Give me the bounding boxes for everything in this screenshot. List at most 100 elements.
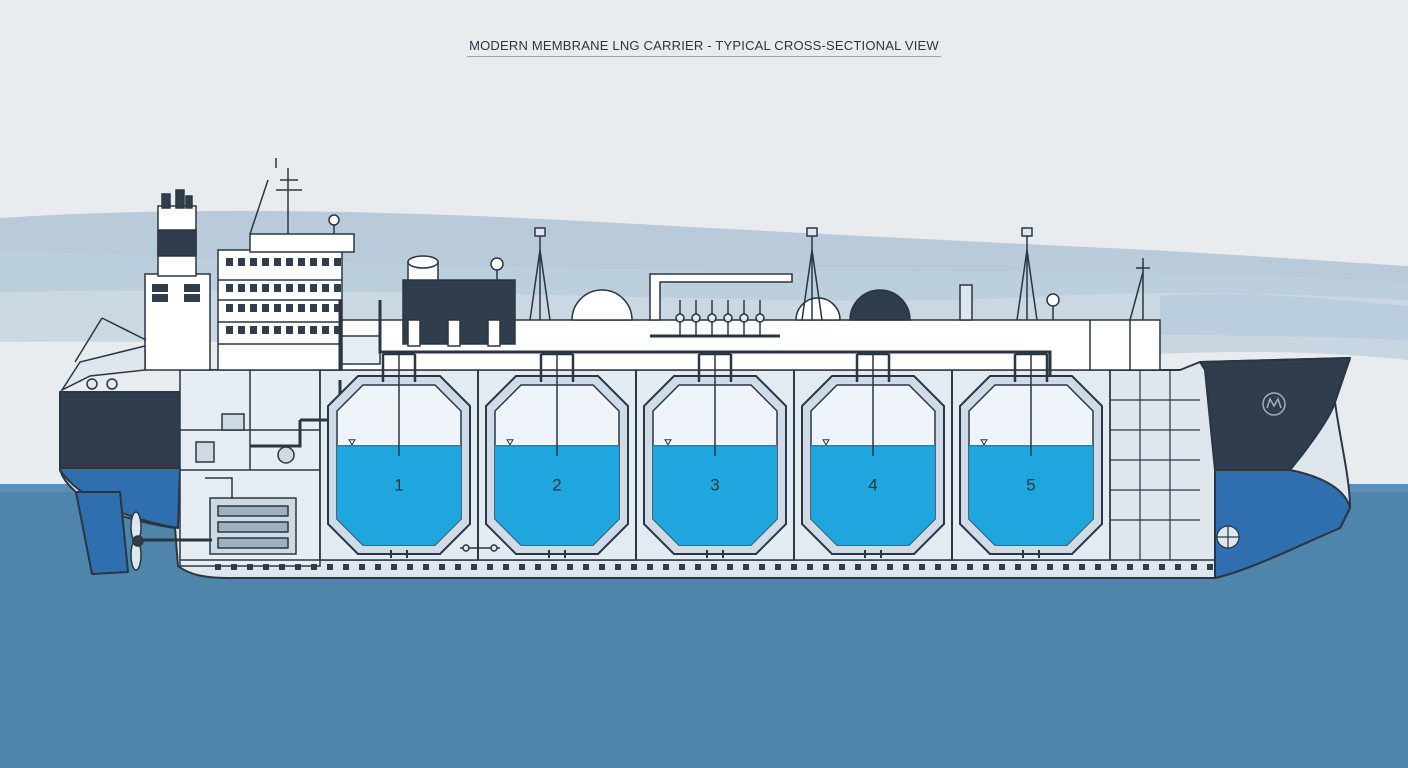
bow-blue <box>1214 469 1351 579</box>
window <box>334 326 341 334</box>
tank-sump-pipe <box>706 550 724 558</box>
stern-davit <box>59 317 147 392</box>
window <box>286 326 293 334</box>
masts <box>529 227 1150 321</box>
window <box>226 258 233 266</box>
tank-number: 5 <box>1026 475 1035 494</box>
window <box>298 258 305 266</box>
forward-frames <box>1110 370 1200 560</box>
manifold-valve <box>723 313 733 323</box>
bottom-porthole <box>247 564 253 570</box>
bottom-porthole <box>455 564 461 570</box>
manifold-valve <box>691 313 701 323</box>
pipework <box>250 300 1052 448</box>
window <box>310 258 317 266</box>
bottom-porthole <box>311 564 317 570</box>
bottom-porthole <box>807 564 813 570</box>
bottom-porthole <box>855 564 861 570</box>
window <box>184 294 200 302</box>
window <box>286 258 293 266</box>
bottom-porthole <box>487 564 493 570</box>
tank-dome-pipe <box>697 352 733 382</box>
window <box>238 326 245 334</box>
window <box>262 258 269 266</box>
window <box>322 258 329 266</box>
lng-tank: 2 <box>485 352 629 558</box>
bottom-porthole <box>935 564 941 570</box>
engine-room <box>140 369 321 567</box>
window <box>310 326 317 334</box>
bottom-porthole <box>375 564 381 570</box>
window <box>322 304 329 312</box>
tank-dome-pipe <box>381 352 417 382</box>
bottom-porthole <box>727 564 733 570</box>
lng-liquid <box>495 445 619 545</box>
level-marker-icon <box>822 439 830 446</box>
tank-dome-pipe <box>1013 352 1049 382</box>
lng-tank: 3 <box>643 352 787 558</box>
bottom-porthole <box>1111 564 1117 570</box>
lng-liquid <box>969 445 1093 545</box>
bottom-porthole <box>215 564 221 570</box>
window <box>298 326 305 334</box>
tank-number: 3 <box>710 475 719 494</box>
deck-equipment <box>402 255 1060 347</box>
bottom-porthole <box>519 564 525 570</box>
bottom-porthole <box>279 564 285 570</box>
bottom-porthole <box>1159 564 1165 570</box>
window <box>334 304 341 312</box>
propeller-icon <box>130 511 144 571</box>
diagram-title-text: MODERN MEMBRANE LNG CARRIER - TYPICAL CR… <box>467 38 941 57</box>
window <box>238 258 245 266</box>
tank-number: 1 <box>394 475 403 494</box>
bottom-porthole <box>1191 564 1197 570</box>
bottom-porthole <box>903 564 909 570</box>
window <box>274 326 281 334</box>
window <box>274 304 281 312</box>
accommodation-windows <box>152 258 341 334</box>
tank-number: 2 <box>552 475 561 494</box>
bottom-porthole <box>711 564 717 570</box>
bottom-porthole <box>407 564 413 570</box>
lng-tank: 4 <box>801 352 945 558</box>
window <box>322 326 329 334</box>
rudder <box>75 491 129 575</box>
window <box>274 258 281 266</box>
bottom-porthole <box>1079 564 1085 570</box>
window <box>262 326 269 334</box>
lng-liquid <box>337 445 461 545</box>
bottom-porthole <box>567 564 573 570</box>
bottom-porthole <box>823 564 829 570</box>
window <box>286 304 293 312</box>
bottom-porthole <box>695 564 701 570</box>
tank-dome-pipe <box>855 352 891 382</box>
bottom-porthole <box>919 564 925 570</box>
bottom-porthole <box>1047 564 1053 570</box>
bottom-porthole <box>295 564 301 570</box>
bottom-porthole <box>983 564 989 570</box>
bottom-porthole <box>1127 564 1133 570</box>
window <box>298 284 305 292</box>
bottom-porthole <box>327 564 333 570</box>
window <box>286 284 293 292</box>
bottom-porthole <box>951 564 957 570</box>
tank-sump-pipe <box>1022 550 1040 558</box>
level-marker-icon <box>506 439 514 446</box>
window <box>238 304 245 312</box>
stern-dark-band <box>59 391 181 469</box>
canopy <box>649 273 793 321</box>
bottom-porthole <box>583 564 589 570</box>
bottom-porthole <box>1207 564 1213 570</box>
bow-thruster <box>1216 525 1240 549</box>
level-marker-icon <box>348 439 356 446</box>
bottom-porthole <box>471 564 477 570</box>
window <box>334 258 341 266</box>
window <box>152 294 168 302</box>
bottom-porthole <box>343 564 349 570</box>
bottom-porthole <box>839 564 845 570</box>
dome-2 <box>795 297 841 321</box>
bottom-porthole <box>1031 564 1037 570</box>
tank-sump-pipe <box>548 550 566 558</box>
gear-logo-icon <box>1262 392 1286 416</box>
